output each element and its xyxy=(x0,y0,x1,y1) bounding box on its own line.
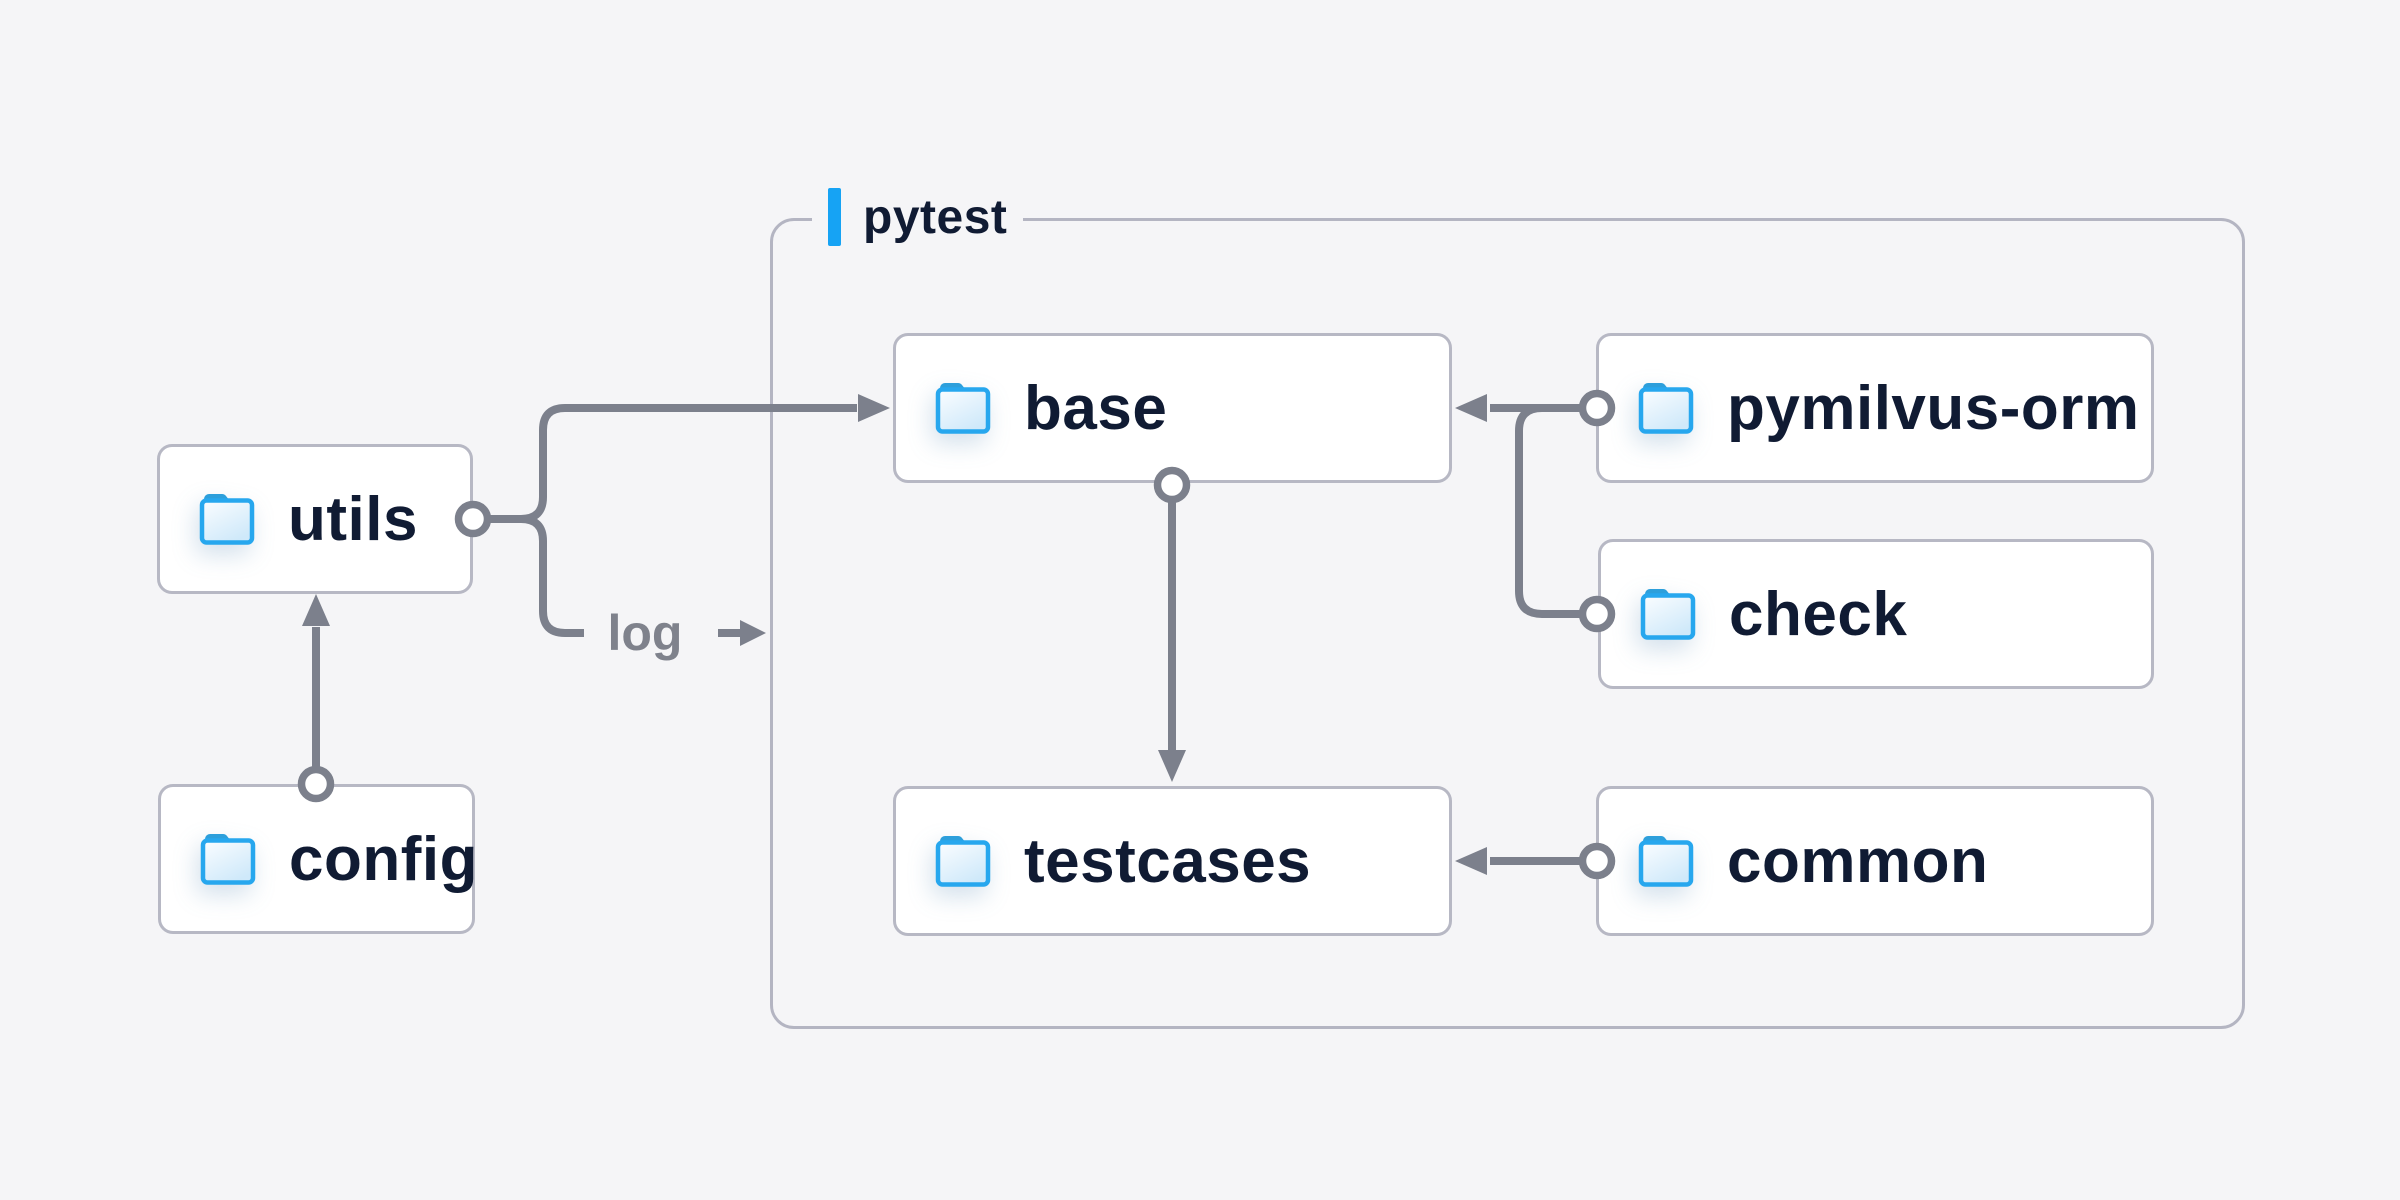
folder-body xyxy=(200,838,256,885)
folder-node-config: config xyxy=(158,784,478,934)
arrowhead-up xyxy=(302,594,330,626)
accent-bar xyxy=(828,188,841,246)
folder-node-common: common xyxy=(1596,786,2154,936)
node-label: check xyxy=(1729,579,1908,649)
folder-body xyxy=(199,498,255,545)
pytest-group-label: pytest xyxy=(812,184,1024,250)
folder-body xyxy=(1638,387,1694,434)
folder-body xyxy=(1640,593,1696,640)
node-label: config xyxy=(289,824,478,894)
folder-body xyxy=(935,840,991,887)
node-label: utils xyxy=(288,484,418,554)
folder-icon xyxy=(200,834,256,885)
node-label: testcases xyxy=(1024,826,1312,896)
arrowhead-right xyxy=(740,620,766,646)
folder-icon xyxy=(1638,383,1694,434)
folder-node-check: check xyxy=(1598,539,2154,689)
pytest-group-title: pytest xyxy=(863,190,1008,244)
node-label: common xyxy=(1727,826,1989,896)
folder-icon xyxy=(1640,589,1696,640)
log-edge-label: log xyxy=(607,605,683,661)
folder-node-utils: utils xyxy=(157,444,473,594)
folder-node-pymilvus-orm: pymilvus-orm xyxy=(1596,333,2154,483)
edge-config-utils xyxy=(297,594,335,803)
folder-icon xyxy=(935,383,991,434)
folder-node-base: base xyxy=(893,333,1452,483)
node-label: base xyxy=(1024,373,1168,443)
folder-icon xyxy=(935,836,991,887)
folder-icon xyxy=(199,494,255,545)
node-label: pymilvus-orm xyxy=(1727,373,2140,443)
folder-node-testcases: testcases xyxy=(893,786,1452,936)
pytest-group-box xyxy=(770,218,2245,1029)
folder-body xyxy=(935,387,991,434)
folder-body xyxy=(1638,840,1694,887)
folder-icon xyxy=(1638,836,1694,887)
edge-line xyxy=(520,515,584,637)
